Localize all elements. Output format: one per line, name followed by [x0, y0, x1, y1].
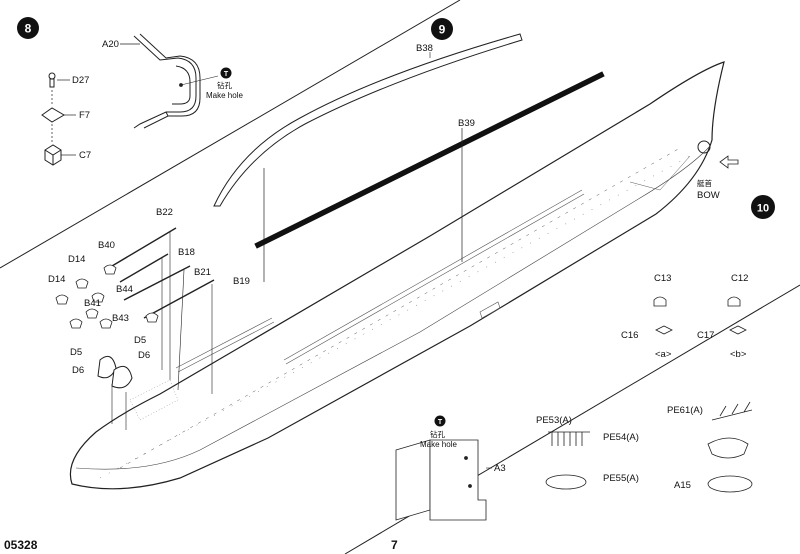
fitting-cluster	[55, 264, 159, 329]
drill-note-en: Make hole	[206, 91, 243, 100]
part-label-b41: B41	[84, 298, 101, 309]
part-label-d5-b: D5	[134, 335, 146, 346]
part-label-b19: B19	[233, 276, 250, 287]
step-10-marker: 10	[751, 195, 775, 219]
part-label-pe53: PE53(A)	[536, 415, 572, 426]
page-number: 7	[391, 538, 398, 552]
part-label-pe55: PE55(A)	[603, 473, 639, 484]
drill-note-a3-en: Make hole	[420, 440, 457, 449]
part-label-b44: B44	[116, 284, 133, 295]
bow-arrow-icon	[719, 155, 739, 169]
part-label-d14-b: D14	[48, 274, 65, 285]
part-label-b21: B21	[194, 267, 211, 278]
divider-line-upper	[0, 0, 461, 269]
part-d27	[48, 72, 56, 88]
part-label-b39: B39	[458, 118, 475, 129]
part-label-a3: A3	[494, 463, 506, 474]
part-label-b18: B18	[178, 247, 195, 258]
part-label-c17: C17	[697, 330, 714, 341]
part-label-c16: C16	[621, 330, 638, 341]
part-c7	[44, 144, 62, 166]
step-8-number: 8	[25, 22, 32, 36]
rail-rods	[111, 227, 215, 319]
part-label-c12: C12	[731, 273, 748, 284]
drill-note-cn: 钻孔	[217, 80, 232, 90]
part-label-pe54: PE54(A)	[603, 432, 639, 443]
part-label-pe61: PE61(A)	[667, 405, 703, 416]
product-code: 05328	[4, 538, 38, 552]
drill-note-step8: T 钻孔 Make hole	[206, 67, 243, 100]
subassembly-label-a: <a>	[655, 349, 672, 360]
part-label-d6-b: D6	[138, 350, 150, 361]
step-9-marker: 9	[431, 18, 453, 40]
part-a3-detail	[395, 439, 487, 521]
part-b39-rail	[254, 71, 605, 249]
part-label-d27: D27	[72, 75, 89, 86]
part-label-b38: B38	[416, 43, 433, 54]
part-label-d5-a: D5	[70, 347, 82, 358]
part-label-d14-a: D14	[68, 254, 85, 265]
part-label-c7: C7	[79, 150, 91, 161]
drill-note-a3-cn: 钻孔	[430, 429, 445, 439]
drill-note-a3: T 钻孔 Make hole	[420, 415, 457, 449]
part-label-b22: B22	[156, 207, 173, 218]
part-label-b40: B40	[98, 240, 115, 251]
bow-label-cn: 艇首	[697, 178, 712, 188]
part-label-b43: B43	[112, 313, 129, 324]
part-b38-rail	[213, 33, 523, 207]
part-label-f7: F7	[79, 110, 90, 121]
svg-text:T: T	[438, 419, 443, 426]
bow-label-en: BOW	[697, 190, 720, 201]
svg-text:T: T	[224, 71, 229, 78]
part-a20-bracket	[133, 33, 201, 129]
part-label-d6-a: D6	[72, 365, 84, 376]
part-label-a15: A15	[674, 480, 691, 491]
part-pe61-a15	[707, 401, 753, 493]
part-label-c13: C13	[654, 273, 671, 284]
subassembly-label-b: <b>	[730, 349, 747, 360]
part-d6-discs	[97, 355, 133, 389]
step-9-number: 9	[439, 23, 446, 37]
part-pe-grating	[545, 431, 590, 490]
submarine-hull	[69, 61, 725, 490]
drill-icon-a3	[434, 415, 446, 427]
bow-indicator: 艇首 BOW	[697, 155, 739, 201]
part-c13-assembly	[653, 296, 673, 335]
drill-icon	[220, 67, 232, 79]
part-c12-assembly	[727, 296, 747, 335]
part-label-a20: A20	[102, 39, 119, 50]
part-f7	[41, 107, 65, 123]
step-10-number: 10	[757, 203, 769, 215]
step-8-marker: 8	[17, 17, 39, 39]
